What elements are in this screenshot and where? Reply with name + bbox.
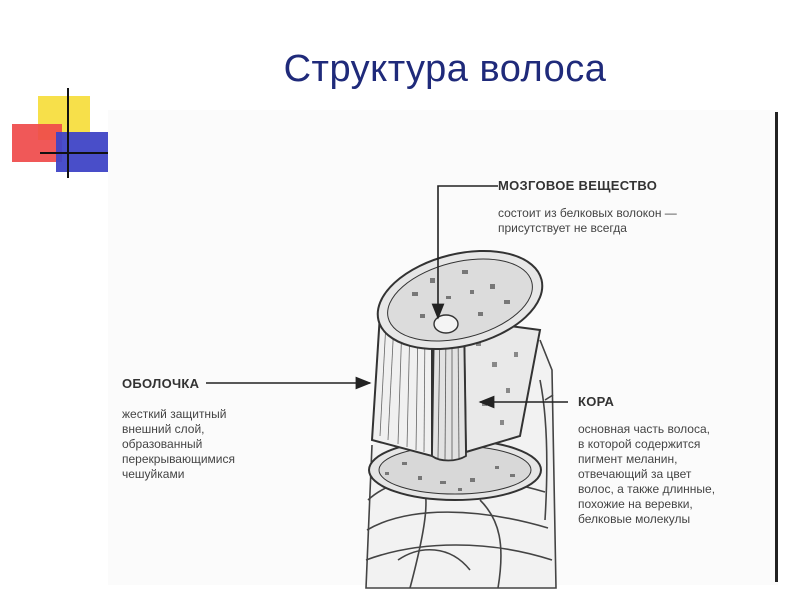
decor-red-square	[12, 124, 62, 162]
medulla-leader-line	[431, 185, 498, 320]
medulla-heading: МОЗГОВОЕ ВЕЩЕСТВО	[498, 178, 658, 193]
decor-vertical-line	[67, 88, 69, 178]
cuticle-heading: ОБОЛОЧКА	[122, 376, 200, 391]
medulla-description: состоит из белковых волокон — присутству…	[498, 206, 677, 235]
cortex-heading: КОРА	[578, 394, 615, 409]
cuticle-description: жесткий защитный внешний слой, образован…	[122, 407, 236, 481]
slide-title: Структура волоса	[283, 48, 607, 90]
panel-right-rule	[775, 112, 778, 582]
top-cross-section	[376, 249, 544, 351]
decor-horizontal-line	[40, 152, 118, 154]
upper-cut-block	[370, 312, 542, 458]
label-leaders	[206, 185, 568, 409]
cortex-description: основная часть волоса, в которой содержи…	[578, 422, 716, 526]
